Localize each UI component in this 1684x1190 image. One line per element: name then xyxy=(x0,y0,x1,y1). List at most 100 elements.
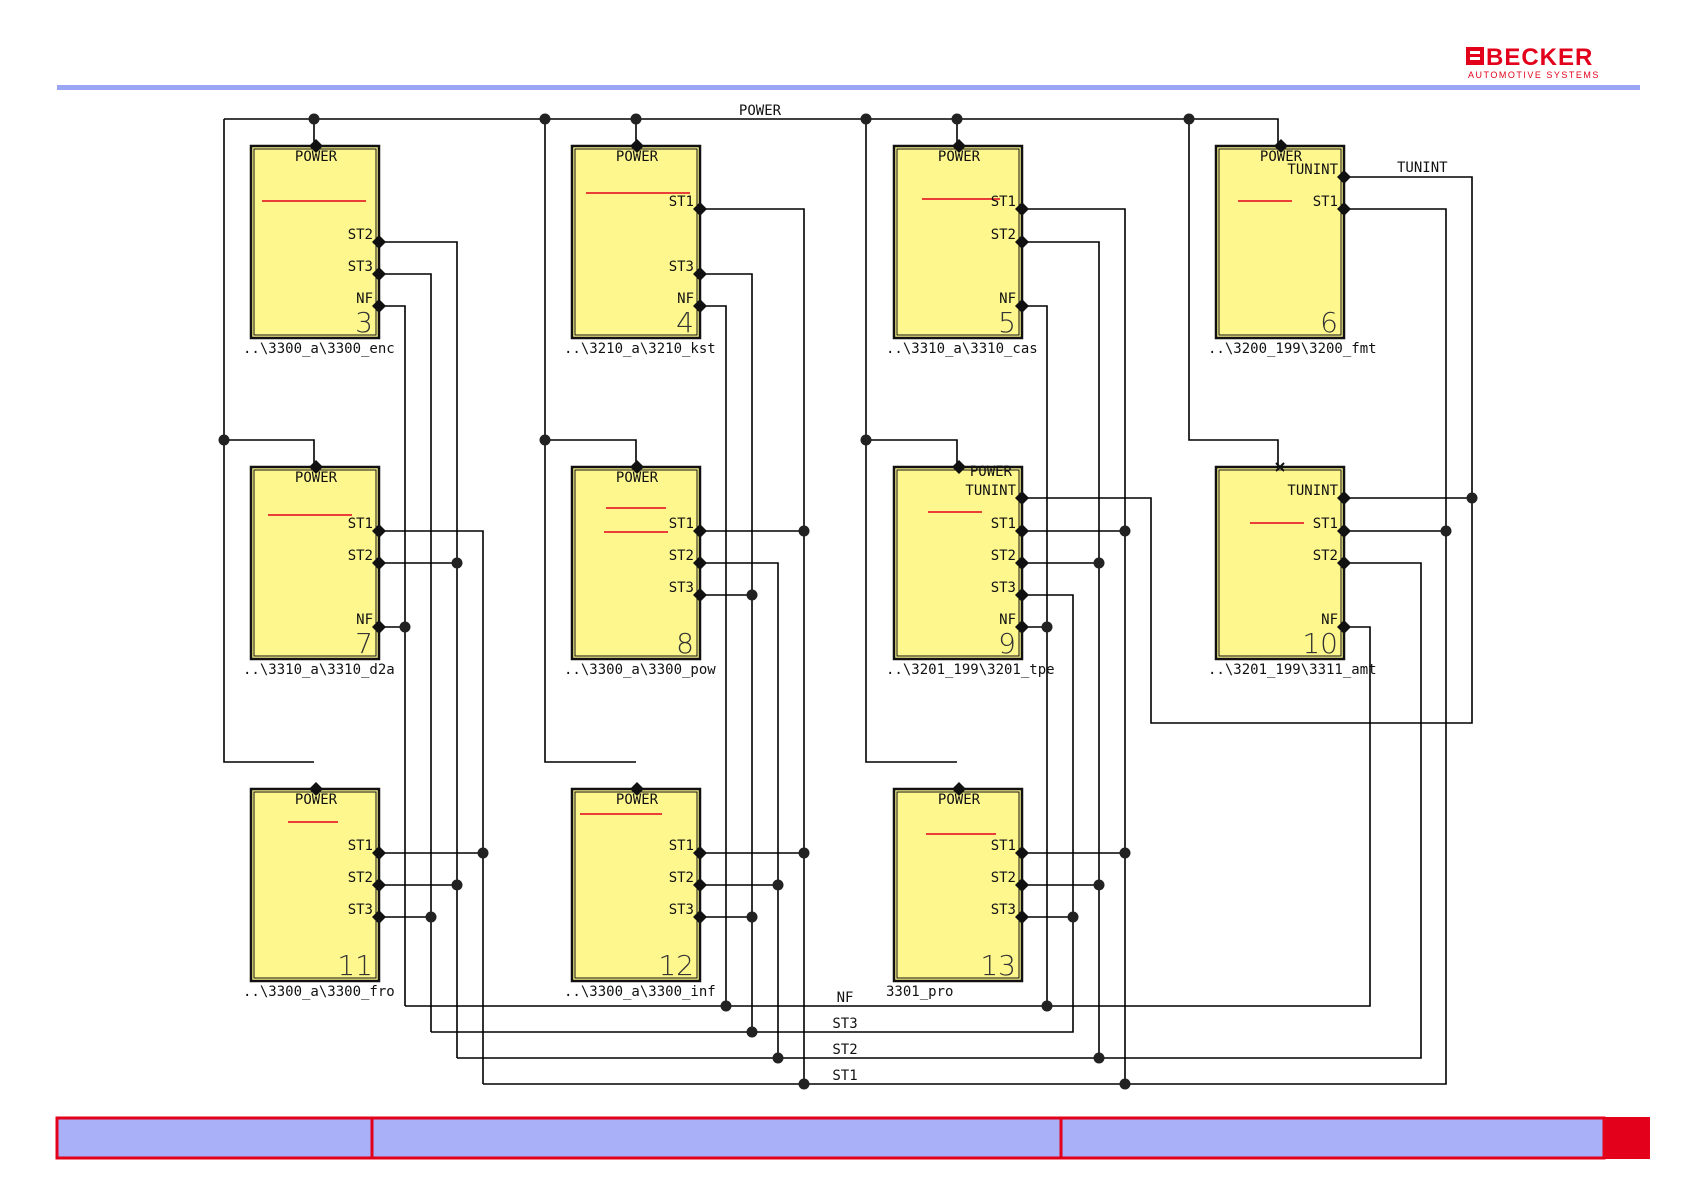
blocks-layer: POWERST2ST3NF3..\3300_a\3300_encPOWERST1… xyxy=(243,139,1377,1000)
header-rule xyxy=(57,85,1640,90)
port-label-nf: NF xyxy=(677,291,694,307)
st2-port-icon xyxy=(372,556,386,570)
nf-port-icon xyxy=(693,299,707,313)
st2-port-icon xyxy=(1015,878,1029,892)
block-number: 3 xyxy=(355,306,373,339)
st1-port-icon xyxy=(693,846,707,860)
st2-port-icon xyxy=(372,235,386,249)
tunint-bus-wire xyxy=(1021,176,1473,724)
port-label-power: POWER xyxy=(616,149,659,165)
power-port-icon xyxy=(630,782,644,796)
footer-red-tab xyxy=(1604,1117,1650,1159)
block-path: ..\3300_a\3300_pow xyxy=(564,662,716,678)
port-label-st1: ST1 xyxy=(991,516,1016,532)
port-label-power: POWER xyxy=(938,149,981,165)
port-label-st1: ST1 xyxy=(669,194,694,210)
tunint-port-icon xyxy=(1337,170,1351,184)
port-label-tunint: TUNINT xyxy=(1287,162,1338,178)
block-body xyxy=(570,787,702,983)
port-label-st3: ST3 xyxy=(991,902,1016,918)
power-port-icon xyxy=(952,782,966,796)
block-path: ..\3310_a\3310_cas xyxy=(886,341,1038,357)
logo-tagline: AUTOMOTIVE SYSTEMS xyxy=(1468,70,1600,80)
block-number: 13 xyxy=(980,949,1016,982)
block-path: ..\3300_a\3300_inf xyxy=(564,984,716,1000)
block-number: 7 xyxy=(355,627,373,660)
port-label-nf: NF xyxy=(999,291,1016,307)
st3-port-icon xyxy=(693,267,707,281)
power-port-icon xyxy=(309,782,323,796)
st1-port-icon xyxy=(372,846,386,860)
st2-port-icon xyxy=(1015,556,1029,570)
bus-label-st2: ST2 xyxy=(832,1042,857,1058)
block-body xyxy=(249,465,381,661)
port-label-nf: NF xyxy=(999,612,1016,628)
tunint-port-icon xyxy=(1015,491,1029,505)
port-label-power: POWER xyxy=(616,792,659,808)
nf-port-icon xyxy=(1337,620,1351,634)
port-label-st1: ST1 xyxy=(991,838,1016,854)
port-label-st3: ST3 xyxy=(669,902,694,918)
block-path: ..\3210_a\3210_kst xyxy=(564,341,716,357)
bus-label-st3: ST3 xyxy=(832,1016,857,1032)
block-number: 8 xyxy=(676,627,694,660)
power-drop-col2 xyxy=(544,119,636,763)
st1-port-icon xyxy=(1015,846,1029,860)
port-label-power: POWER xyxy=(1260,149,1303,165)
port-label-power: POWER xyxy=(295,149,338,165)
nf-port-icon xyxy=(372,620,386,634)
block-9[interactable]: POWERTUNINTST1ST2ST3NF9..\3201_199\3201_… xyxy=(886,460,1055,678)
port-label-st1: ST1 xyxy=(348,838,373,854)
block-body xyxy=(892,465,1024,661)
st1-port-icon xyxy=(1337,202,1351,216)
bus-label-st1: ST1 xyxy=(832,1068,857,1084)
st2-port-icon xyxy=(372,878,386,892)
port-label-st3: ST3 xyxy=(669,259,694,275)
st1-port-icon xyxy=(1015,524,1029,538)
power-port-icon xyxy=(309,139,323,153)
block-path: 3301_pro xyxy=(886,984,953,1000)
port-label-power: POWER xyxy=(938,792,981,808)
st1-port-icon xyxy=(1337,524,1351,538)
block-body xyxy=(1214,144,1346,340)
power-bus-wire xyxy=(224,118,1279,149)
port-label-st3: ST3 xyxy=(991,580,1016,596)
logo-brand-name: BECKER xyxy=(1486,44,1593,71)
nf-port-icon xyxy=(1015,620,1029,634)
port-label-nf: NF xyxy=(1321,612,1338,628)
st3-port-icon xyxy=(693,588,707,602)
block-body xyxy=(249,787,381,983)
port-label-st2: ST2 xyxy=(991,870,1016,886)
block-body xyxy=(892,144,1024,340)
wiring xyxy=(223,118,1473,1085)
block-body xyxy=(570,144,702,340)
port-label-power: POWER xyxy=(970,464,1013,480)
port-label-power: POWER xyxy=(295,792,338,808)
port-label-power: POWER xyxy=(616,470,659,486)
block-number: 5 xyxy=(998,306,1016,339)
no-connect-icon xyxy=(1275,462,1285,472)
block-body xyxy=(249,144,381,340)
block-number: 4 xyxy=(676,306,694,339)
block-number: 10 xyxy=(1302,627,1338,660)
port-label-st1: ST1 xyxy=(1313,194,1338,210)
power-drop-col4 xyxy=(1188,119,1279,466)
port-label-st2: ST2 xyxy=(348,548,373,564)
port-label-st1: ST1 xyxy=(669,838,694,854)
block-path: ..\3300_a\3300_enc xyxy=(243,341,395,357)
block-path: ..\3310_a\3310_d2a xyxy=(243,662,395,678)
port-label-st1: ST1 xyxy=(348,516,373,532)
power-port-icon xyxy=(630,139,644,153)
port-label-tunint: TUNINT xyxy=(1287,483,1338,499)
port-label-st3: ST3 xyxy=(348,259,373,275)
